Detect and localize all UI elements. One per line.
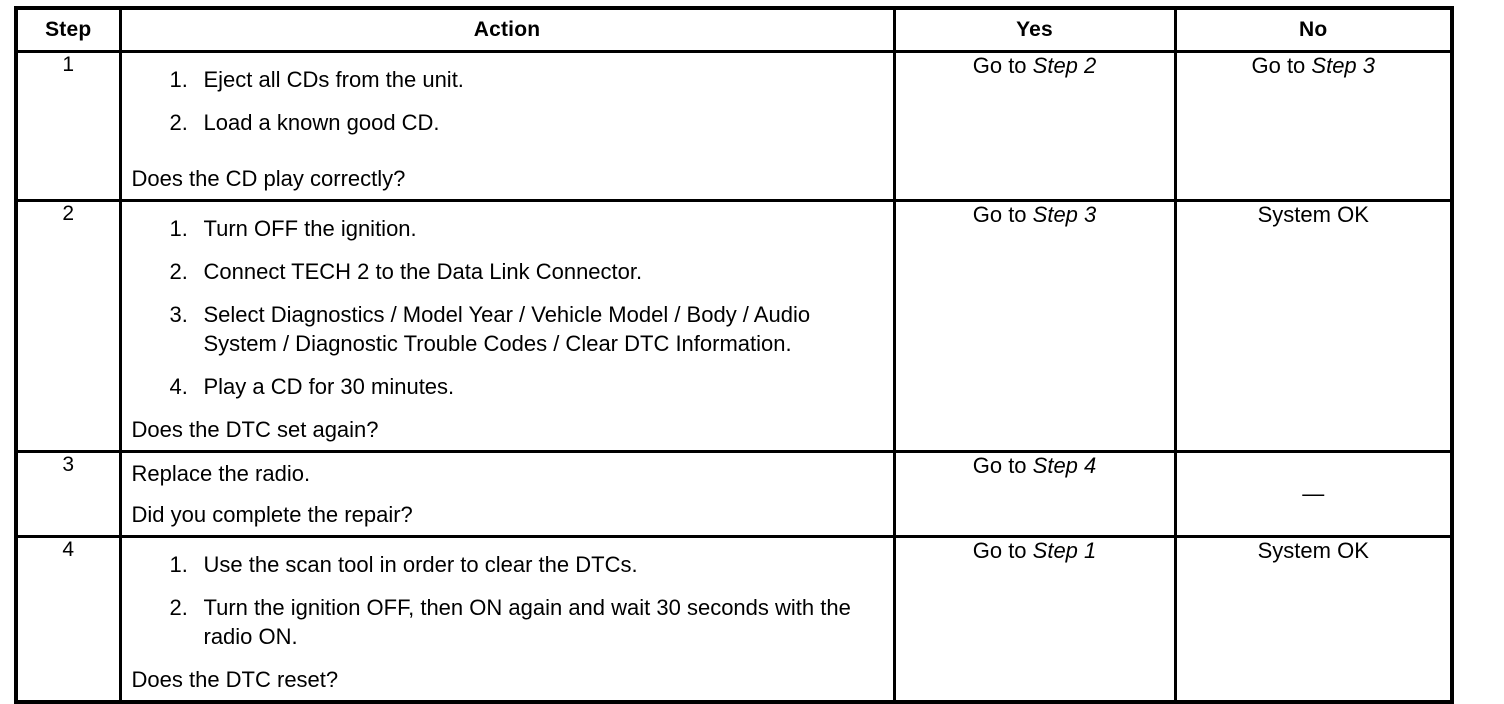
yes-answer-text: Go to Step 3 xyxy=(972,202,1097,227)
step-number-cell: 2 xyxy=(14,198,122,454)
column-header-no: No xyxy=(1173,6,1454,53)
no-answer-cell: — xyxy=(1173,450,1454,539)
action-cell: Eject all CDs from the unit. Load a know… xyxy=(118,50,896,202)
step-reference: Step 4 xyxy=(1032,453,1097,479)
action-list-item: Turn OFF the ignition. xyxy=(170,214,417,243)
table-body: 1 Eject all CDs from the unit. Load a kn… xyxy=(14,50,1454,704)
yes-answer-text: Go to Step 1 xyxy=(972,538,1097,564)
action-list-item: Connect TECH 2 to the Data Link Connecto… xyxy=(170,257,643,286)
action-list-item: Turn the ignition OFF, then ON again and… xyxy=(170,593,851,650)
action-lead-line: Replace the radio. xyxy=(131,461,311,487)
action-list-item: Play a CD for 30 minutes. xyxy=(170,372,455,401)
action-question: Does the DTC reset? xyxy=(131,667,339,693)
step-reference: Step 1 xyxy=(1032,538,1097,564)
action-cell: Use the scan tool in order to clear the … xyxy=(118,535,896,704)
table-row: 4 Use the scan tool in order to clear th… xyxy=(14,535,1454,704)
action-list-item: Use the scan tool in order to clear the … xyxy=(170,550,638,579)
action-list-item: Eject all CDs from the unit. xyxy=(170,65,464,94)
step-reference: Step 2 xyxy=(1032,53,1097,78)
yes-answer-text: Go to Step 4 xyxy=(972,453,1097,479)
action-question: Does the DTC set again? xyxy=(131,417,379,443)
no-answer-cell: Go to Step 3 xyxy=(1173,50,1454,202)
table-header-row: Step Action Yes No xyxy=(14,6,1454,53)
diagnostic-procedure-table: Step Action Yes No 1 Eject all CDs from … xyxy=(14,6,1454,704)
step-reference: Step 3 xyxy=(1311,53,1376,78)
step-reference: Step 3 xyxy=(1032,202,1097,227)
no-answer-cell: System OK xyxy=(1173,198,1454,454)
no-answer-text: — xyxy=(1302,481,1325,507)
step-number-cell: 3 xyxy=(14,450,122,539)
table-row: 2 Turn OFF the ignition. Connect TECH 2 … xyxy=(14,198,1454,454)
yes-answer-cell: Go to Step 4 xyxy=(892,450,1177,539)
action-list-item: Select Diagnostics / Model Year / Vehicl… xyxy=(170,300,811,357)
action-step-list: Eject all CDs from the unit. Load a know… xyxy=(132,65,883,137)
table-row: 1 Eject all CDs from the unit. Load a kn… xyxy=(14,50,1454,202)
action-list-item: Load a known good CD. xyxy=(170,108,440,137)
action-step-list: Use the scan tool in order to clear the … xyxy=(132,550,883,651)
yes-answer-cell: Go to Step 3 xyxy=(892,198,1177,454)
step-number-cell: 1 xyxy=(14,50,122,202)
action-question: Does the CD play correctly? xyxy=(131,165,406,191)
yes-answer-cell: Go to Step 1 xyxy=(892,535,1177,704)
column-header-action: Action xyxy=(118,6,896,53)
action-step-list: Turn OFF the ignition. Connect TECH 2 to… xyxy=(132,214,883,401)
diagnostic-table-page: Step Action Yes No 1 Eject all CDs from … xyxy=(0,0,1504,632)
no-answer-text: System OK xyxy=(1257,538,1369,564)
no-answer-text: Go to Step 3 xyxy=(1251,53,1376,78)
column-header-step: Step xyxy=(14,6,122,53)
column-header-yes: Yes xyxy=(892,6,1177,53)
no-answer-text: System OK xyxy=(1257,202,1369,227)
step-number-cell: 4 xyxy=(14,535,122,704)
action-question: Did you complete the repair? xyxy=(131,502,413,528)
table-row: 3 Replace the radio. Did you complete th… xyxy=(14,450,1454,539)
action-cell: Turn OFF the ignition. Connect TECH 2 to… xyxy=(118,198,896,454)
no-answer-cell: System OK xyxy=(1173,535,1454,704)
action-cell: Replace the radio. Did you complete the … xyxy=(118,450,896,539)
yes-answer-cell: Go to Step 2 xyxy=(892,50,1177,202)
yes-answer-text: Go to Step 2 xyxy=(972,53,1097,78)
